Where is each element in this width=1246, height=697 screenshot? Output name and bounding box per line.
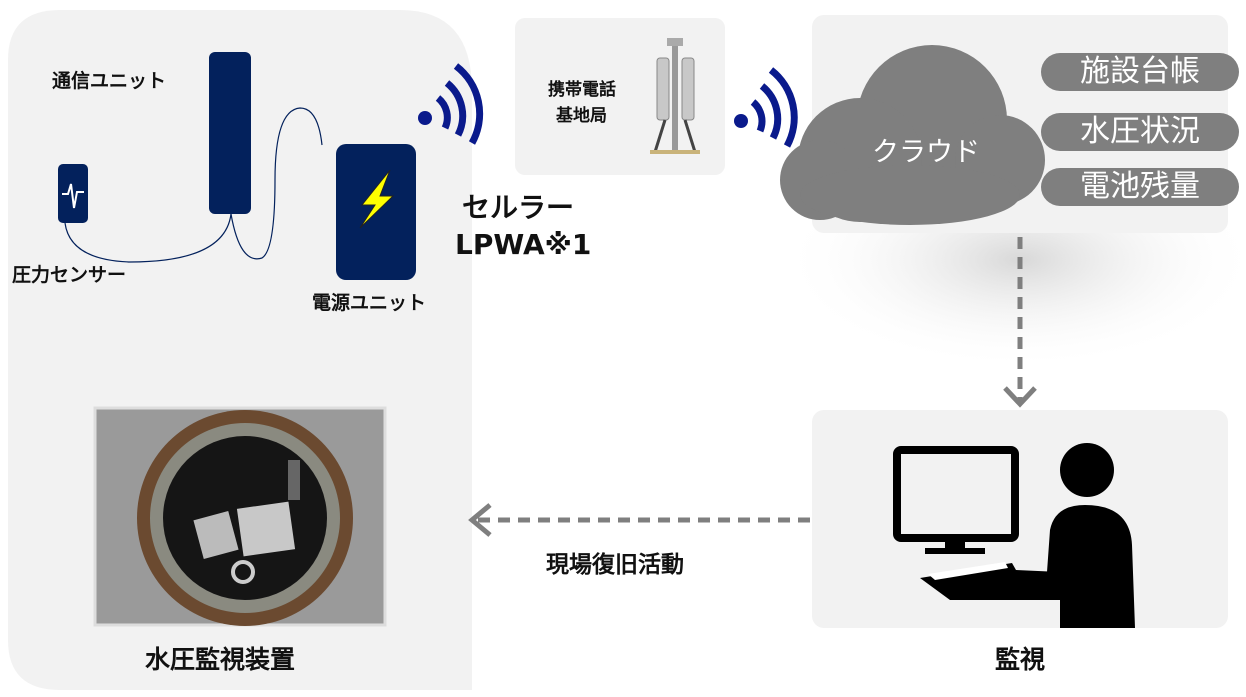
network-type-line2: LPWA※1: [455, 228, 592, 261]
device-title: 水圧監視装置: [145, 645, 296, 674]
cloud-shape: [780, 45, 1045, 225]
recovery-label: 現場復旧活動: [546, 552, 684, 578]
cell-tower-icon: [650, 38, 700, 154]
wireless-signal-icon-2: [734, 67, 798, 148]
cloud-item-battery-level: 電池残量: [1041, 168, 1239, 206]
operator-at-computer-icon: [893, 443, 1135, 628]
base-station-label-line1: 携帯電話: [548, 80, 616, 100]
comm-unit: [209, 52, 251, 214]
cables: [64, 107, 323, 263]
monitoring-label: 監視: [995, 645, 1046, 674]
base-station-label-line2: 基地局: [556, 106, 607, 126]
arrow-monitor-to-device: [468, 503, 810, 537]
pulse-icon: [62, 183, 84, 209]
cloud-item-water-pressure: 水圧状況: [1041, 113, 1239, 151]
cloud-item-facility-ledger: 施設台帳: [1041, 53, 1239, 91]
pressure-sensor-label: 圧力センサー: [12, 264, 127, 286]
comm-unit-label: 通信ユニット: [52, 70, 167, 92]
device-photo: [93, 406, 387, 627]
power-unit-label: 電源ユニット: [312, 292, 427, 314]
arrow-cloud-to-monitor: [1003, 237, 1037, 408]
network-type-line1: セルラー: [462, 191, 575, 224]
wireless-signal-icon: [418, 63, 484, 145]
lightning-icon: [359, 169, 395, 229]
cloud-label: クラウド: [872, 137, 980, 168]
